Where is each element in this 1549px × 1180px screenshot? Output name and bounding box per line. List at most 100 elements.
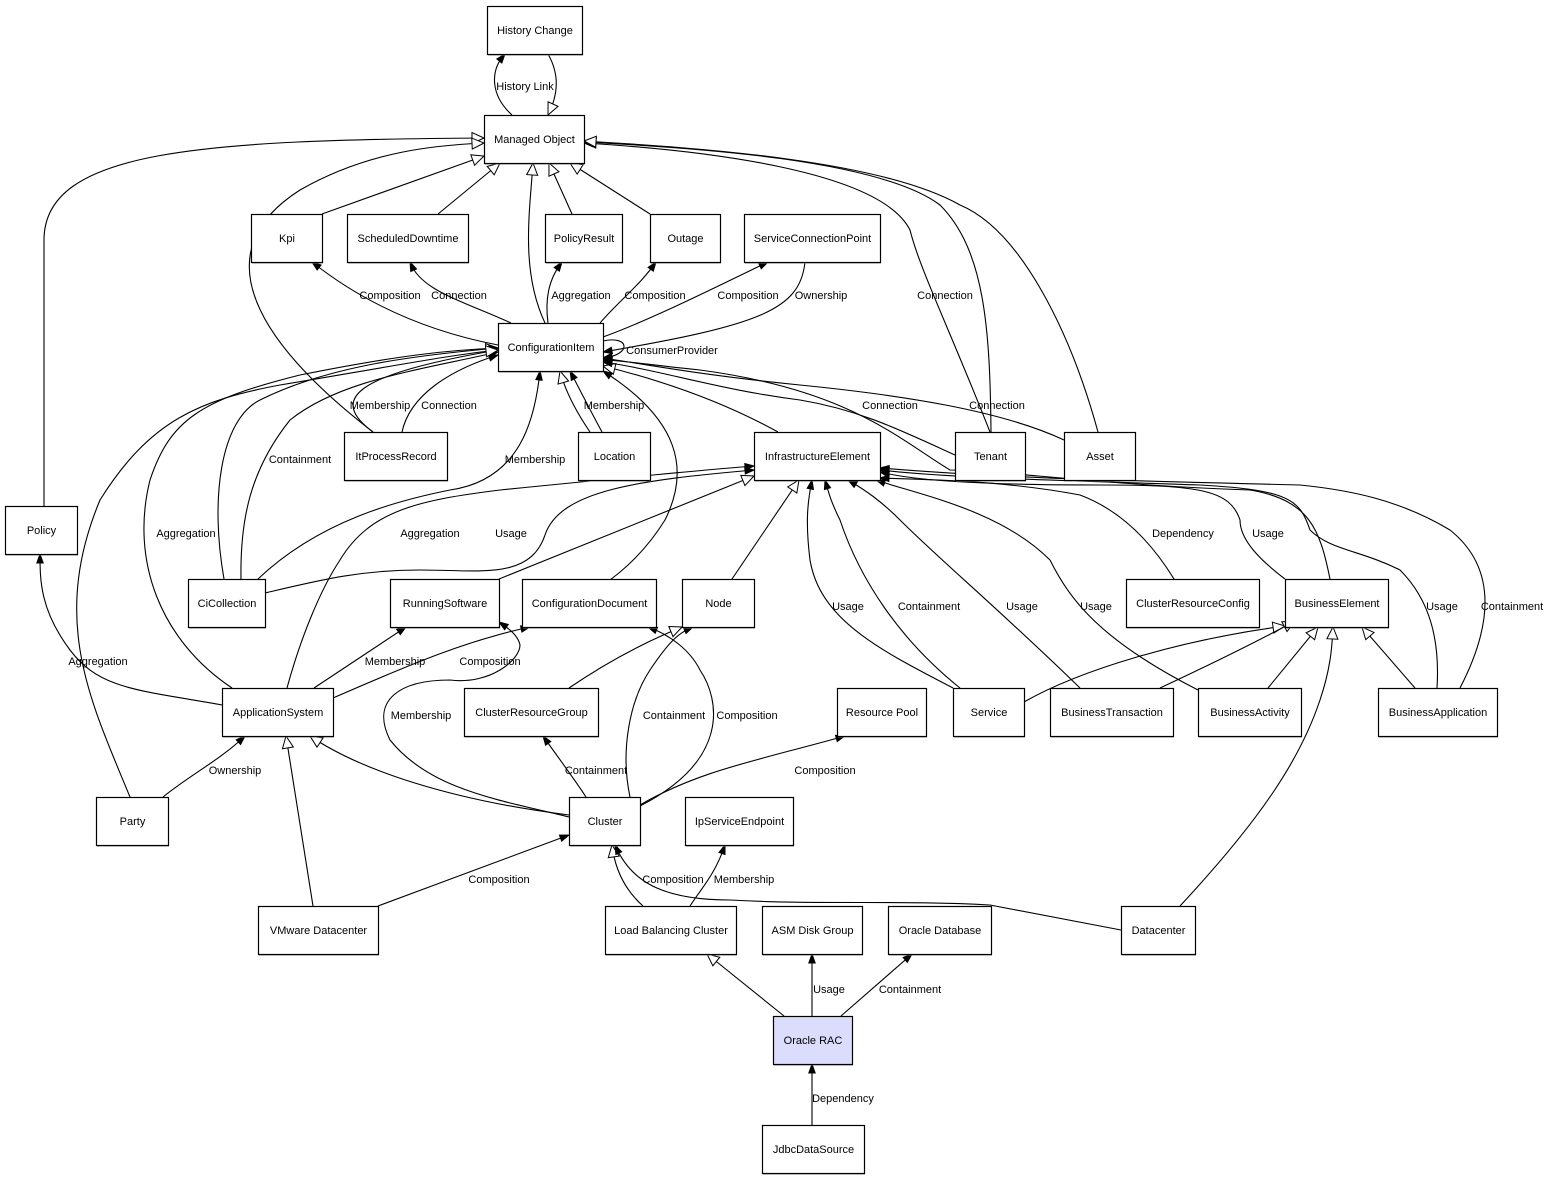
node-configuration-item[interactable]: ConfigurationItem [497,322,605,373]
edge-running_software-to-infrastructure_element[interactable] [498,474,756,580]
edge-line[interactable] [847,479,1081,689]
edge-location-to-configuration_item[interactable] [569,369,603,433]
edge-jdbc_data_source-to-oracle_rac[interactable] [808,1062,816,1125]
node-box[interactable] [604,905,738,956]
node-box[interactable] [761,905,864,956]
node-box[interactable] [836,687,928,738]
node-box[interactable] [544,213,624,264]
edge-application_system-to-policy[interactable] [36,552,223,706]
edge-history_change-to-managed_object[interactable] [547,53,559,117]
node-box[interactable] [568,796,642,847]
edge-line[interactable] [309,735,570,816]
node-box[interactable] [772,1015,854,1066]
node-box[interactable] [761,1124,866,1175]
node-datacenter[interactable]: Datacenter [1120,905,1197,956]
edge-line[interactable] [875,479,1199,691]
edge-line[interactable] [602,365,779,433]
edge-line[interactable] [583,142,991,433]
edge-it_process_record-to-managed_object[interactable] [249,137,486,433]
edge-line[interactable] [602,359,1331,580]
edge-party-to-configuration_item[interactable] [76,345,500,798]
edge-ci_collection-to-configuration_item[interactable] [257,369,543,580]
edge-business_element-to-configuration_item[interactable] [601,356,1331,580]
edge-line[interactable] [806,479,954,689]
node-box[interactable] [1063,431,1137,482]
edge-line[interactable] [824,479,961,689]
edge-line[interactable] [162,735,246,798]
node-box[interactable] [753,431,882,482]
node-outage[interactable]: Outage [649,213,722,264]
node-box[interactable] [1125,578,1261,629]
node-box[interactable] [343,431,449,482]
edge-managed_object-to-history_change[interactable] [493,52,513,116]
node-infrastructure-element[interactable]: InfrastructureElement [753,431,882,482]
edge-configuration_item-to-outage[interactable] [599,260,657,324]
node-application-system[interactable]: ApplicationSystem [221,687,335,738]
node-box[interactable] [257,905,380,956]
edge-line[interactable] [409,261,512,324]
node-box[interactable] [954,431,1027,482]
edge-line[interactable] [625,626,694,798]
node-configuration-document[interactable]: ConfigurationDocument [521,578,658,629]
node-jdbc-data-source[interactable]: JdbcDataSource [761,1124,866,1175]
edge-datacenter-to-business_element[interactable] [1179,625,1339,907]
edge-line[interactable] [1023,625,1286,703]
edge-load_balancing_cluster-to-ip_service_endpoint[interactable] [689,843,726,907]
edge-configuration_item-to-managed_object[interactable] [525,161,546,324]
edge-line[interactable] [583,140,1099,433]
edge-line[interactable] [602,261,769,338]
node-ci-collection[interactable]: CiCollection [187,578,267,629]
edge-line[interactable] [1159,620,1296,689]
edge-vmware_datacenter-to-application_system[interactable] [281,734,314,907]
edge-vmware_datacenter-to-cluster[interactable] [377,834,571,907]
node-box[interactable] [887,905,993,956]
node-box[interactable] [346,213,470,264]
node-box[interactable] [1284,578,1390,629]
edge-location-to-configuration_item[interactable] [557,369,591,433]
edge-line[interactable] [639,735,846,806]
node-box[interactable] [1049,687,1175,738]
edge-line[interactable] [39,553,223,706]
edge-business_application-to-business_element[interactable] [1361,626,1416,689]
node-box[interactable] [483,114,586,165]
edge-line[interactable] [143,347,499,689]
edge-line[interactable] [377,834,570,907]
edge-line[interactable] [240,351,499,580]
edge-line[interactable] [1267,626,1319,689]
edge-node-to-infrastructure_element[interactable] [731,479,800,580]
node-box[interactable] [952,687,1026,738]
edge-line[interactable] [383,621,570,818]
edge-line[interactable] [569,162,651,215]
edge-line[interactable] [1361,626,1416,689]
edge-cluster_resource_group-to-node[interactable] [568,625,684,689]
edge-line[interactable] [43,137,485,506]
edge-oracle_rac-to-load_balancing_cluster[interactable] [706,953,785,1017]
edge-business_activity-to-business_element[interactable] [1267,626,1319,689]
edge-cluster-to-cluster_resource_group[interactable] [542,734,587,798]
node-box[interactable] [684,796,795,847]
node-box[interactable] [463,687,600,738]
edge-line[interactable] [321,155,485,215]
edge-line[interactable] [498,475,755,580]
edge-configuration_item-to-kpi[interactable] [310,261,499,346]
edge-kpi-to-managed_object[interactable] [321,154,486,215]
node-ip-service-endpoint[interactable]: IpServiceEndpoint [684,796,795,847]
edge-line[interactable] [286,465,755,689]
node-box[interactable] [4,505,79,556]
edge-oracle_rac-to-oracle_database[interactable] [840,953,914,1017]
node-service[interactable]: Service [952,687,1026,738]
edge-application_system-to-infrastructure_element[interactable] [286,462,756,689]
edge-scheduled_downtime-to-managed_object[interactable] [437,162,501,215]
node-party[interactable]: Party [95,796,170,847]
edge-line[interactable] [76,349,499,798]
edge-line[interactable] [264,469,755,594]
node-box[interactable] [577,431,652,482]
node-box[interactable] [521,578,658,629]
edge-line[interactable] [285,735,314,907]
node-kpi[interactable]: Kpi [250,213,324,264]
edge-line[interactable] [217,347,499,580]
node-box[interactable] [486,5,584,56]
edge-infrastructure_element-to-configuration_item[interactable] [601,362,779,433]
edge-line[interactable] [437,162,501,215]
node-business-activity[interactable]: BusinessActivity [1197,687,1303,738]
